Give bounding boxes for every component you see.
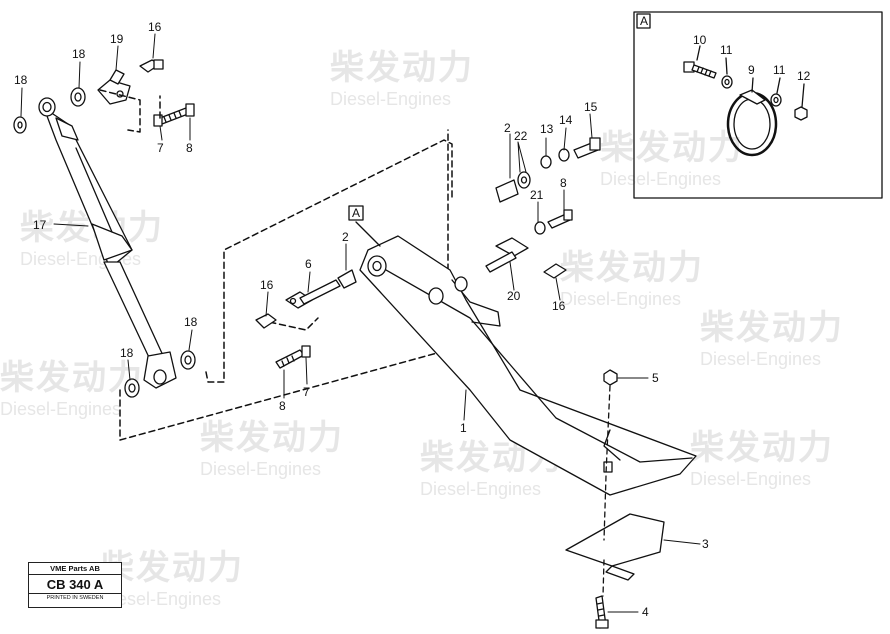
bracket-19	[97, 69, 131, 105]
callout-18: 18	[184, 315, 198, 329]
bolt-16-mid	[255, 313, 277, 329]
callout-2: 2	[342, 230, 349, 244]
bolt-4	[595, 595, 609, 629]
washer-22	[517, 171, 531, 189]
nut-7-upper	[153, 114, 163, 127]
callout-4: 4	[642, 605, 649, 619]
callout-21: 21	[530, 188, 544, 202]
washer-18-upper-left	[13, 116, 27, 134]
pedal-lever-1	[359, 235, 697, 496]
callout-3: 3	[702, 537, 709, 551]
callout-19: 19	[110, 32, 124, 46]
callout-18: 18	[14, 73, 28, 87]
callout-17: 17	[33, 218, 47, 232]
washer-18-upper	[70, 87, 86, 107]
callout-7: 7	[157, 141, 164, 155]
callout-16: 16	[260, 278, 274, 292]
parts-catalog-stamp: VME Parts AB CB 340 A PRINTED IN SWEDEN	[28, 562, 122, 608]
callout-14: 14	[559, 113, 573, 127]
bushing-2-right	[495, 179, 519, 203]
callout-16: 16	[148, 20, 162, 34]
callout-12: 12	[797, 69, 811, 83]
callout-10: 10	[693, 33, 707, 47]
callout-8: 8	[279, 399, 286, 413]
callout-11: 11	[773, 63, 786, 77]
callout-11: 11	[720, 43, 733, 57]
inset-clamp-9	[726, 89, 778, 157]
inset-label: A	[640, 14, 648, 28]
bolt-8-lower	[275, 349, 305, 369]
callout-7: 7	[303, 385, 310, 399]
callout-5: 5	[652, 371, 659, 385]
callout-20: 20	[507, 289, 521, 303]
callout-18: 18	[120, 346, 134, 360]
view-label: A	[352, 206, 360, 220]
callout-8: 8	[560, 176, 567, 190]
bolt-15	[573, 137, 601, 159]
callout-18: 18	[72, 47, 86, 61]
washer-21	[534, 221, 546, 235]
nut-5	[603, 369, 618, 386]
callout-6: 6	[305, 257, 312, 271]
foot-pad-3	[565, 513, 665, 581]
callout-8: 8	[186, 141, 193, 155]
inset-washer-11b	[770, 93, 782, 107]
bolt-16-right	[543, 263, 567, 279]
nut-7-lower	[301, 345, 311, 358]
inset-label-box	[636, 13, 651, 29]
washer-18-lower-right	[180, 350, 196, 370]
gas-strut-17	[38, 97, 177, 389]
washer-18-lower	[124, 378, 140, 398]
callout-15: 15	[584, 100, 598, 114]
bolt-8-upper	[159, 103, 195, 125]
stamp-brand: VME Parts AB	[29, 563, 121, 575]
callout-22: 22	[514, 129, 528, 143]
washer-14	[558, 148, 570, 162]
view-label-box	[348, 205, 364, 221]
bushing-2-center	[337, 269, 357, 289]
bolt-16-top	[139, 59, 164, 73]
callout-1: 1	[460, 421, 467, 435]
callout-2: 2	[504, 121, 511, 135]
callout-16: 16	[552, 299, 566, 313]
inset-bolt-10	[683, 61, 717, 79]
pin-20	[485, 237, 529, 273]
inset-washer-11	[721, 75, 733, 89]
inset-frame	[633, 11, 883, 199]
washer-13	[540, 155, 552, 169]
stamp-printed: PRINTED IN SWEDEN	[46, 595, 104, 601]
bolt-8-right	[547, 209, 573, 229]
stamp-code: CB 340 A	[29, 575, 121, 594]
callout-13: 13	[540, 122, 554, 136]
leader-lines	[20, 33, 701, 613]
pin-6	[285, 279, 341, 309]
callout-9: 9	[748, 63, 755, 77]
inset-nut-12	[794, 106, 808, 121]
